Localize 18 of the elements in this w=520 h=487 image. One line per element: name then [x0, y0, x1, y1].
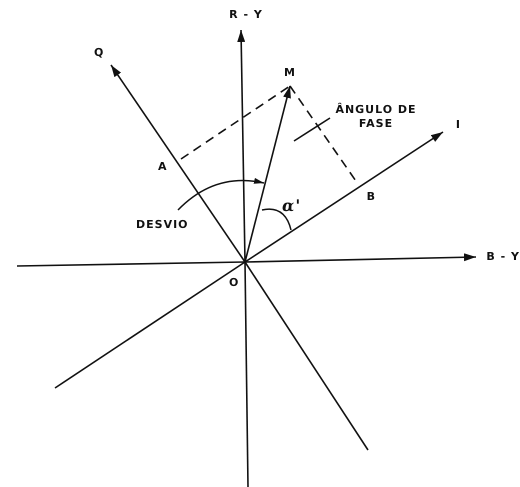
axis-arrow: [237, 30, 246, 262]
leader-line: [294, 117, 330, 142]
angle-symbol: α': [282, 196, 302, 215]
origin-label: O: [229, 276, 240, 290]
vector-arrow: [244, 86, 291, 262]
dashed-projection-line: [180, 85, 290, 160]
axis-label: Q: [94, 46, 104, 60]
axis-label: B - Y: [486, 250, 520, 264]
axis-label: R - Y: [229, 8, 263, 22]
annotation-text: DESVIO: [136, 218, 189, 231]
point-label: B: [366, 190, 376, 204]
axis-arrow: [244, 253, 476, 263]
point-label: A: [158, 160, 168, 174]
annotation-text: ÂNGULO DE FASE: [334, 103, 418, 131]
axis-arrow: [244, 131, 444, 263]
point-label: M: [284, 66, 296, 80]
axis-label: I: [456, 118, 461, 132]
axis-arrow: [110, 64, 246, 262]
